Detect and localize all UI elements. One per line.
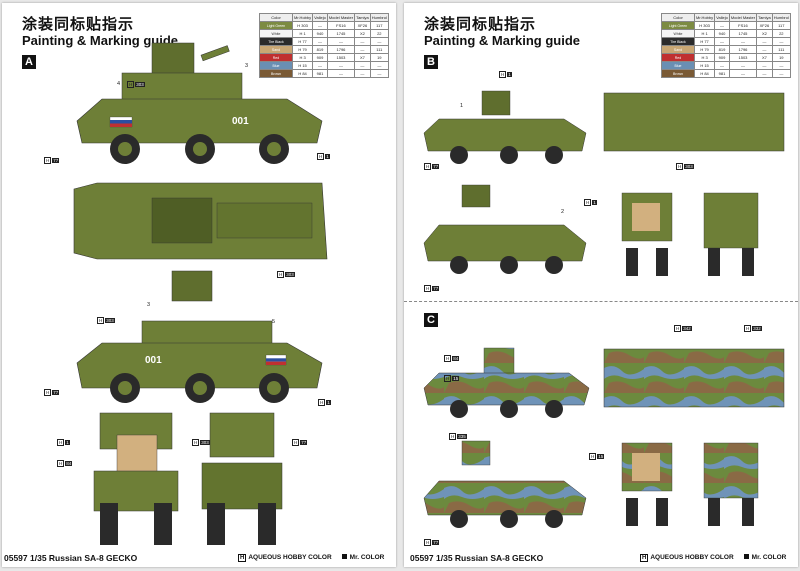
instruction-page-right: 涂装同标贴指示 Painting & Marking guide B C Col… [404, 3, 798, 567]
vehicle-c-rear-view [703, 442, 759, 526]
part-number: 2 [561, 209, 565, 215]
vehicle-c-front-view [621, 442, 673, 526]
vehicle-c-side-left [423, 347, 590, 418]
vehicle-front-view [93, 412, 179, 545]
section-label-a: A [22, 55, 36, 69]
vehicle-b-side-right [423, 184, 587, 274]
vehicle-rear-view [201, 412, 283, 545]
page-title-cn: 涂装同标贴指示 [424, 16, 537, 33]
part-number: 5 [272, 319, 276, 325]
vehicle-b-front-view [621, 192, 673, 276]
part-number: 1 [460, 103, 464, 109]
section-label-c: C [424, 313, 438, 327]
page-title-cn: 涂装同标贴指示 [22, 16, 135, 33]
vehicle-drawings-a: 001 001 [73, 42, 328, 545]
section-label-b: B [424, 55, 438, 69]
instruction-page-left: 涂装同标贴指示 Painting & Marking guide A Color… [2, 3, 396, 567]
page-title-en: Painting & Marking guide [424, 33, 581, 48]
section-divider [404, 301, 798, 302]
part-number: 3 [147, 302, 151, 308]
vehicle-top-view [73, 182, 328, 260]
vehicle-c-top-view [603, 348, 785, 408]
vehicle-number: 001 [232, 116, 249, 127]
legend-square-icon [341, 554, 347, 559]
vehicle-side-view-right [76, 270, 323, 403]
vehicle-number-2: 001 [145, 355, 162, 366]
vehicle-drawings-bc [423, 90, 785, 528]
vehicle-side-view-left [76, 42, 323, 164]
color-reference-table: Color Mr.Hobby Vallejo Model Master Tami… [259, 13, 389, 78]
vehicle-b-top-view [603, 92, 785, 152]
footer-code: 05597 1/35 Russian SA-8 GECKO [4, 553, 138, 563]
color-reference-table: Color Mr.Hobby Vallejo Model Master Tami… [661, 13, 791, 78]
vehicle-b-rear-view [703, 192, 759, 276]
vehicle-b-side-left [423, 90, 587, 164]
part-number: 4 [117, 81, 121, 87]
part-number: 3 [245, 63, 249, 69]
vehicle-c-side-right [423, 440, 587, 528]
footer-code: 05597 1/35 Russian SA-8 GECKO [410, 553, 544, 563]
legend-square-icon [743, 554, 749, 559]
page-title-en: Painting & Marking guide [22, 33, 179, 48]
